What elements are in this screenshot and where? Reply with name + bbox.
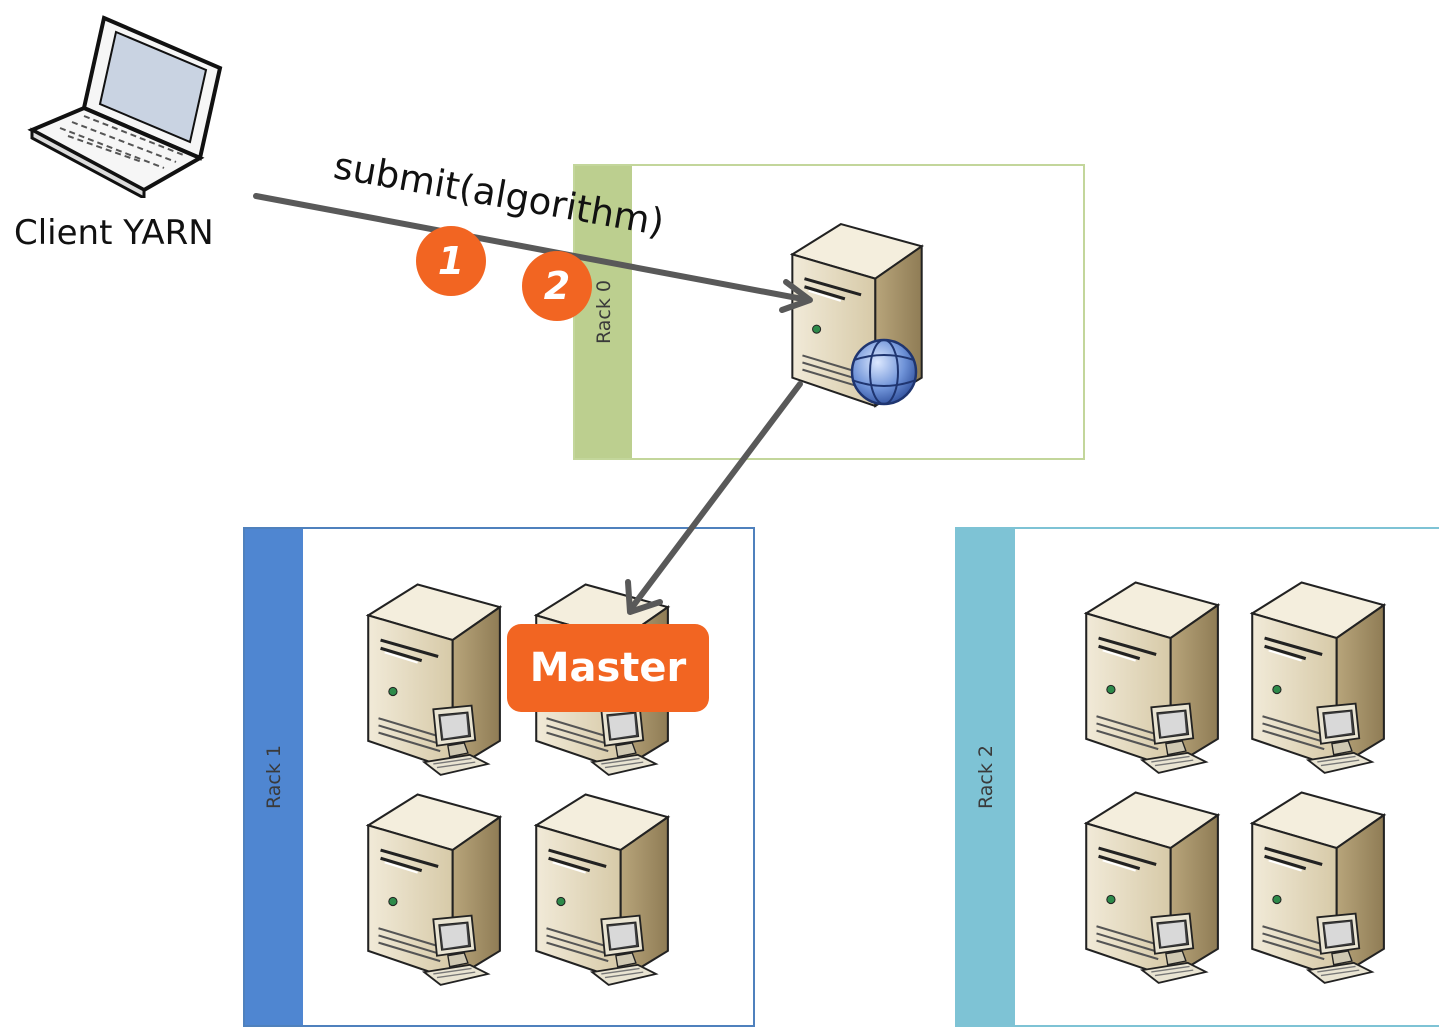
master-badge: Master <box>507 624 709 712</box>
rack-1-strip: Rack 1 <box>245 529 303 1025</box>
submit-arrow <box>253 193 813 313</box>
step-1-badge: 1 <box>416 226 486 296</box>
globe-icon <box>850 338 918 406</box>
launch-master-arrow <box>625 381 803 615</box>
rack-2-strip: Rack 2 <box>957 529 1015 1025</box>
client-yarn-label: Client YARN <box>14 213 214 253</box>
resource-manager-server-icon <box>790 222 924 408</box>
step-2-badge: 2 <box>522 251 592 321</box>
rack-0-strip: Rack 0 <box>575 166 632 458</box>
